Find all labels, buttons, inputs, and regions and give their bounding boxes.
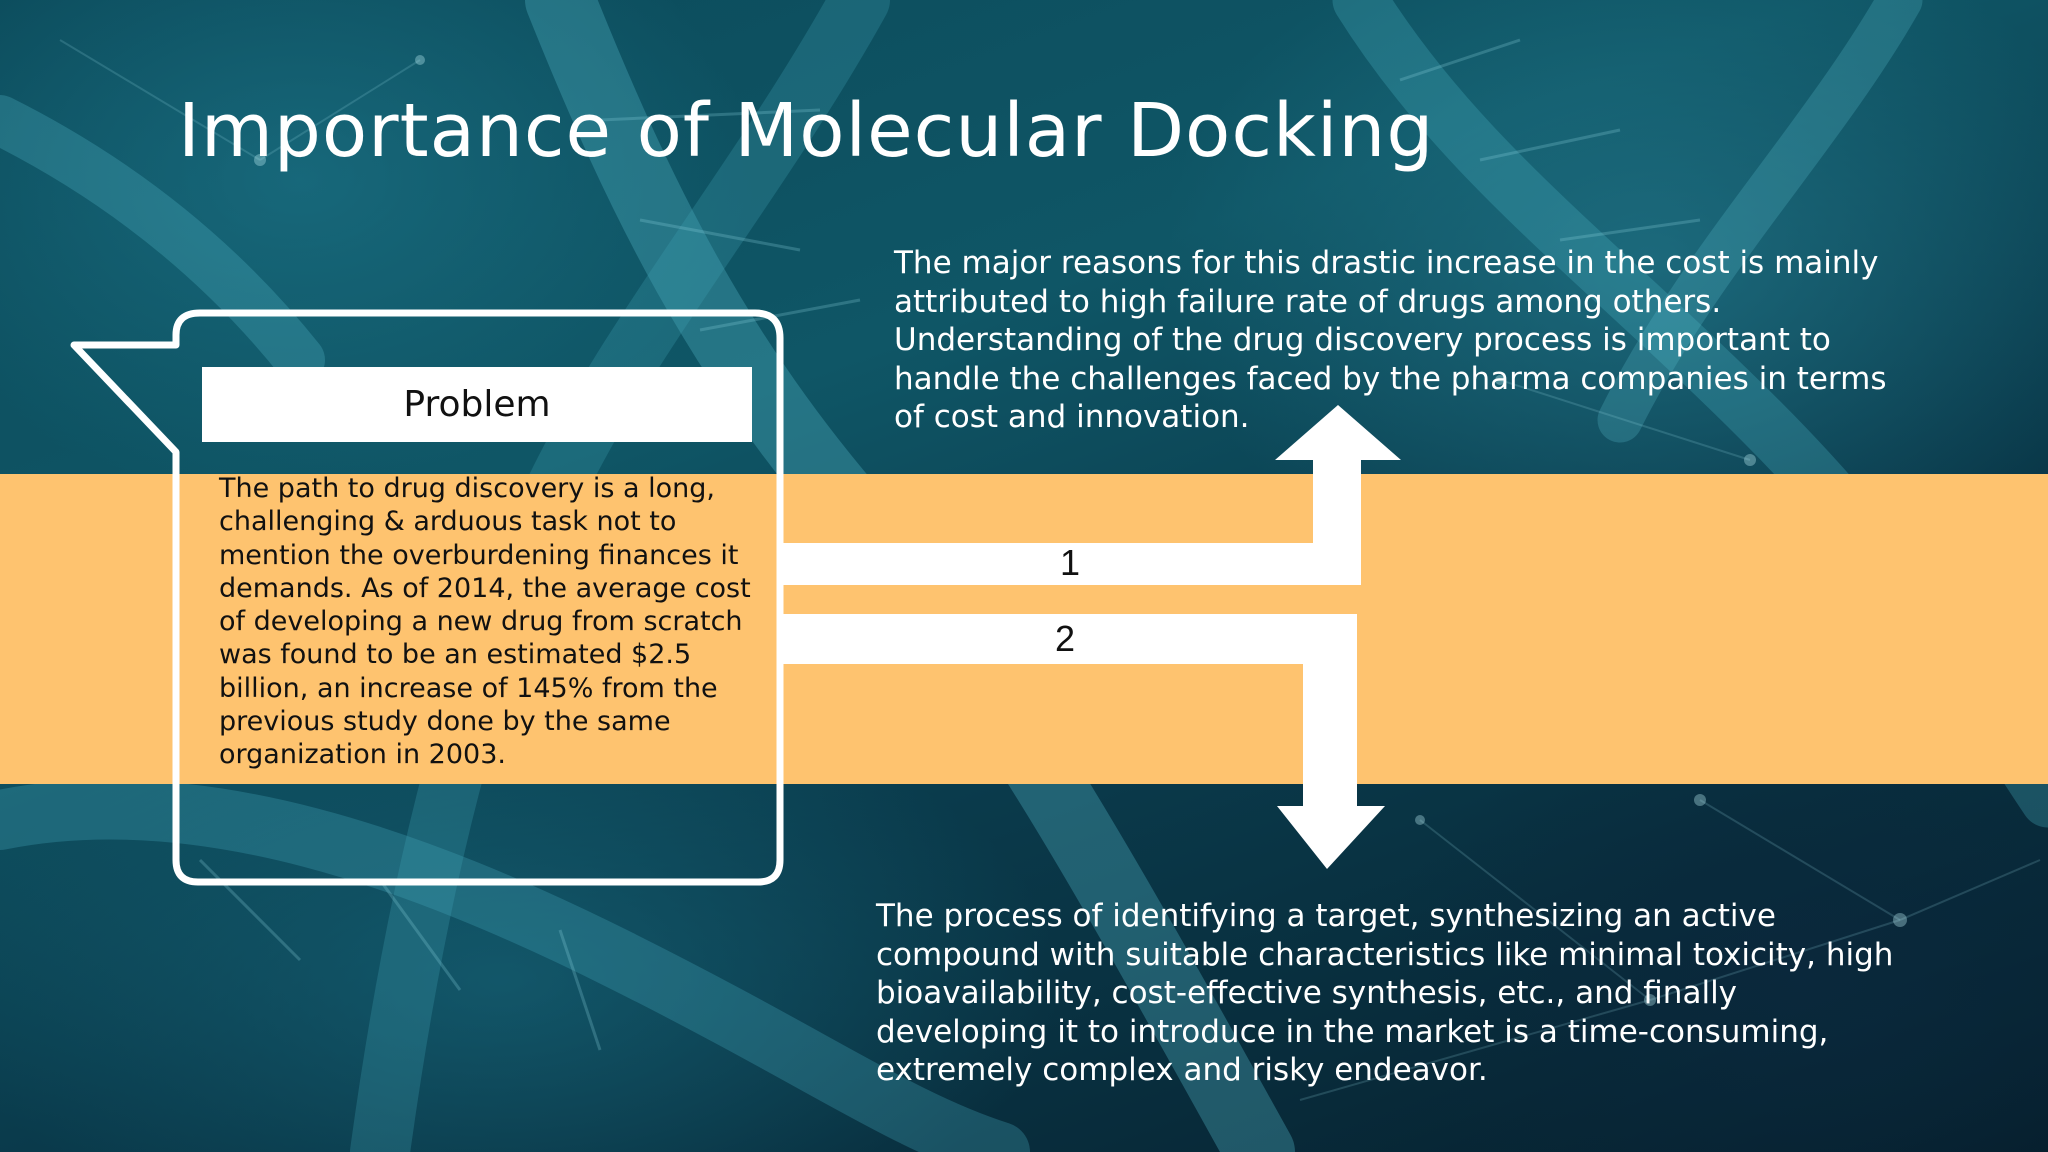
step-2-label: 2 xyxy=(1055,618,1076,659)
up-arrow xyxy=(781,405,1401,585)
step-1-label: 1 xyxy=(1060,542,1081,583)
down-arrow xyxy=(781,614,1385,869)
problem-header: Problem xyxy=(202,367,752,442)
slide-title: Importance of Molecular Docking xyxy=(178,88,1435,174)
speech-callout xyxy=(70,309,784,886)
step-1-text: The major reasons for this drastic incre… xyxy=(894,245,1887,435)
problem-description: The path to drug discovery is a long, ch… xyxy=(219,473,751,771)
step-2-text: The process of identifying a target, syn… xyxy=(876,898,1894,1088)
